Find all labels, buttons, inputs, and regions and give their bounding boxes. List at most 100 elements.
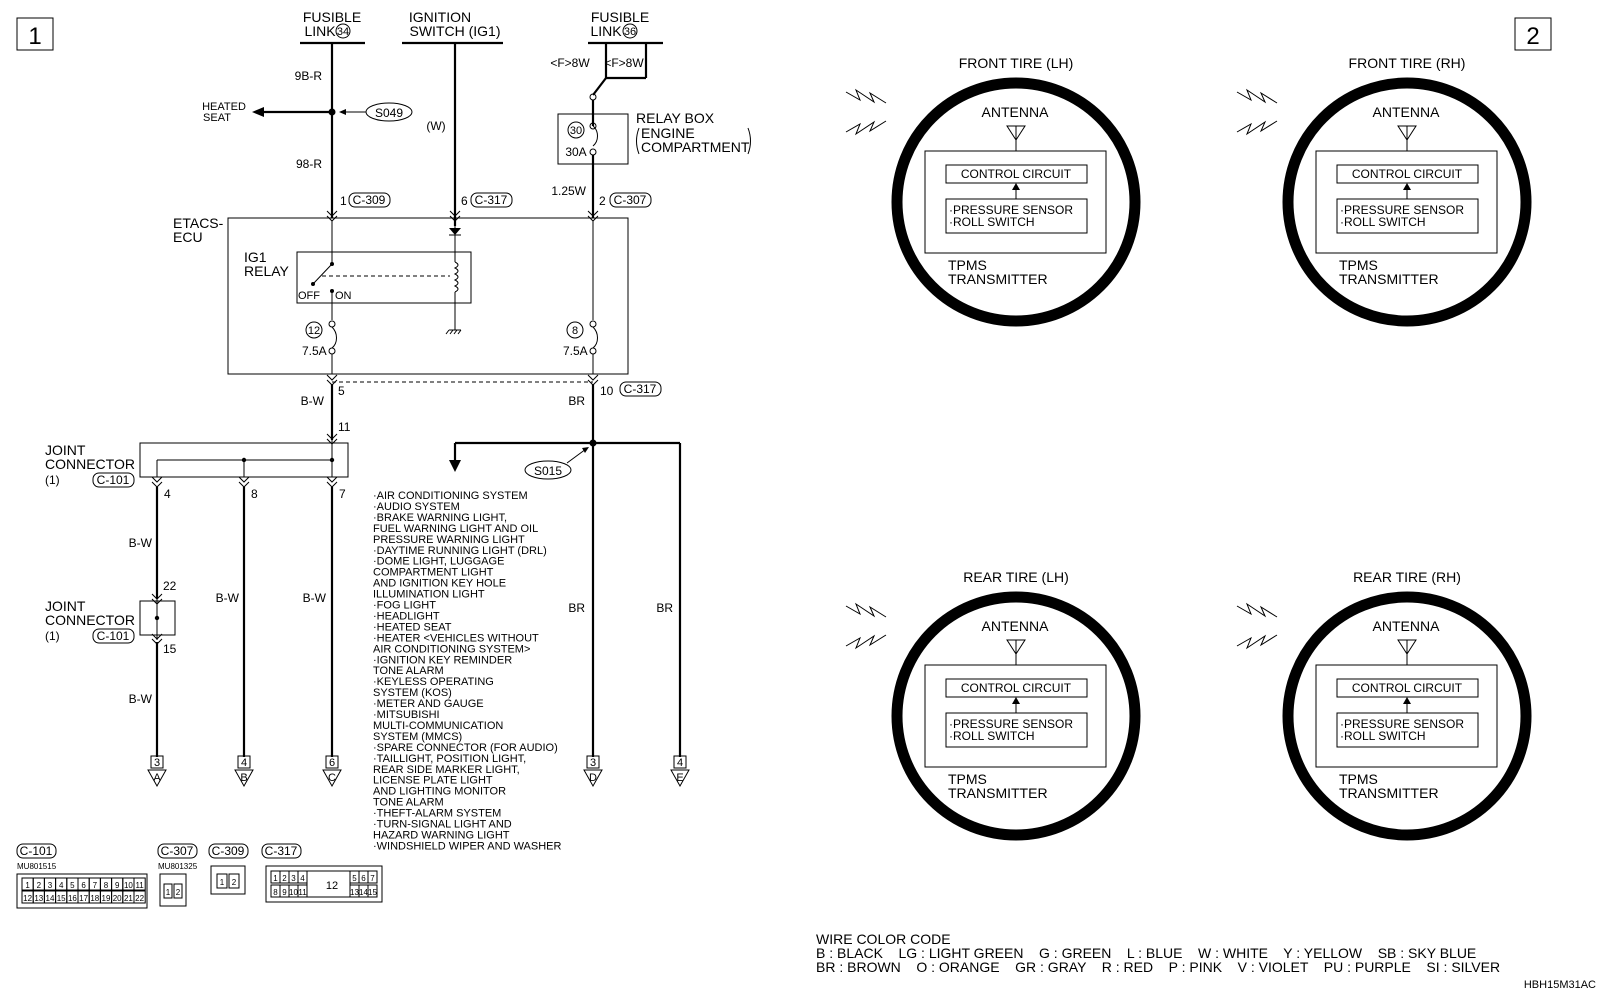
c317-view-pin: 3: [291, 874, 296, 883]
tire-ring: [1282, 591, 1532, 841]
chevron-pin7: [326, 476, 338, 488]
tire-ring: [891, 77, 1141, 327]
transmitter-frame: [924, 150, 1107, 254]
fusible-link-36-line2: LINK: [590, 23, 622, 39]
terminal-letter: B: [240, 772, 247, 784]
control-circuit-label: CONTROL CIRCUIT: [1352, 167, 1463, 181]
c317-view-pin: 4: [300, 874, 305, 883]
wire-color-code-line2: BR : BROWN O : ORANGE GR : GRAY R : RED …: [816, 959, 1500, 975]
terminal-num: 3: [154, 757, 160, 769]
c317-view-center-cell: [306, 870, 351, 898]
fuse-8-num: 8: [572, 325, 578, 337]
c101-tag-lower: C-101: [97, 629, 130, 643]
relay-label-line1: IG1: [244, 249, 267, 265]
relay-box-fuse-symbol: [592, 125, 598, 147]
c317-view-tag: C-317: [265, 844, 298, 858]
etacs-line2: ECU: [173, 229, 203, 245]
c307-view-tag-box: [157, 843, 198, 859]
antenna-icon: [1006, 125, 1026, 151]
systems-list-item: HAZARD WARNING LIGHT: [373, 829, 510, 841]
ignition-switch-line1: IGNITION: [409, 9, 471, 25]
heated-seat-line1: HEATED: [202, 101, 246, 113]
c101-view-pin: 14: [46, 894, 55, 903]
fusible-link-34: FUSIBLE LINK 34: [300, 9, 365, 45]
c101-view-pin: 12: [23, 894, 32, 903]
wire-label-br-1: BR: [568, 394, 585, 408]
radio-wave-icon: [1236, 634, 1278, 650]
splice-s049-label: S049: [375, 106, 403, 120]
wire-label-br-2: BR: [568, 601, 585, 615]
systems-list-item: ·AIR CONDITIONING SYSTEM: [373, 490, 528, 502]
signal-arrow-head: [1403, 697, 1411, 704]
terminal-num: 3: [590, 757, 596, 769]
fuse-12-symbol: [331, 326, 337, 349]
sensor-box: [1336, 712, 1479, 748]
control-circuit-label: CONTROL CIRCUIT: [1352, 681, 1463, 695]
terminal-num-box: [150, 755, 164, 769]
radio-wave-icon: [1236, 120, 1278, 136]
terminal-a: 3A: [147, 755, 167, 788]
fusible-link-34-num-circle: [335, 23, 351, 39]
chevron-pin22: [151, 593, 163, 605]
c317-view-pin: 2: [282, 874, 287, 883]
c317-view-pin: 10: [289, 888, 298, 897]
systems-list-item: ·TURN-SIGNAL LIGHT AND: [373, 819, 512, 831]
arrow-heated-seat: [252, 107, 264, 117]
relay-box-paren-left: [636, 127, 640, 155]
relay-coil: [453, 261, 459, 293]
relay-box-fuse-bottom: [589, 148, 597, 156]
tpms-label-2: TRANSMITTER: [948, 785, 1048, 801]
c101-view-pin: 16: [68, 894, 77, 903]
sensor-label-1: ·PRESSURE SENSOR: [1340, 717, 1464, 731]
control-circuit-box: [945, 678, 1088, 698]
antenna-icon: [1397, 639, 1417, 665]
c101-view-pin: 3: [48, 881, 53, 890]
sensor-label-2: ·ROLL SWITCH: [949, 215, 1035, 229]
wire-color-code: WIRE COLOR CODE B : BLACK LG : LIGHT GRE…: [816, 931, 1500, 975]
systems-list-item: ·MITSUBISHI: [373, 709, 440, 721]
wire-label-bw-5: B-W: [129, 692, 153, 706]
c101-view-pin: 1: [25, 881, 30, 890]
wire-f8w-left-join: [592, 77, 607, 96]
terminal-b: 4B: [234, 755, 254, 788]
relay-label-line2: RELAY: [244, 263, 290, 279]
c307-tag-box: [609, 192, 652, 208]
terminal-triangle: [147, 769, 167, 788]
systems-list-item: MULTI-COMMUNICATION: [373, 720, 503, 732]
terminal-num: 4: [677, 757, 683, 769]
relay-box-title: RELAY BOX: [636, 110, 715, 126]
systems-list-item: ·HEADLIGHT: [373, 610, 440, 622]
joint-lower-line3: (1): [45, 629, 60, 643]
tire-title: REAR TIRE (RH): [1353, 569, 1461, 585]
pin-4-label: 4: [164, 487, 171, 501]
terminal-letter: E: [676, 772, 683, 784]
systems-list-item: SYSTEM (MMCS): [373, 731, 462, 743]
c101-tag-lower-box: [92, 628, 135, 644]
c317-view-pin: 6: [361, 874, 366, 883]
tire-title: FRONT TIRE (LH): [959, 55, 1074, 71]
c101-view-frame: [16, 873, 148, 909]
systems-list-item: ·DOME LIGHT, LUGGAGE: [373, 556, 504, 568]
splice-s049-oval: [365, 102, 413, 122]
pin-1-label: 1: [340, 194, 347, 208]
c317-view-pin: 7: [370, 874, 375, 883]
arrow-to-systems: [449, 460, 461, 472]
pin-15-label: 15: [163, 642, 177, 656]
relay-box-sub2: COMPARTMENT: [641, 139, 750, 155]
transmitter-frame: [1315, 664, 1498, 768]
terminal-triangle: [322, 769, 342, 788]
terminal-c: 6C: [322, 755, 342, 788]
systems-list-item: ·AUDIO SYSTEM: [373, 501, 460, 513]
wire-label-br-3: BR: [656, 601, 673, 615]
c101-view-pin: 21: [124, 894, 133, 903]
control-circuit-label: CONTROL CIRCUIT: [961, 681, 1072, 695]
systems-list-item: ·SPARE CONNECTOR (FOR AUDIO): [373, 742, 558, 754]
c101-view-pin: 8: [104, 881, 109, 890]
splice-s015-label: S015: [534, 464, 562, 478]
etacs-frame: [227, 217, 629, 375]
